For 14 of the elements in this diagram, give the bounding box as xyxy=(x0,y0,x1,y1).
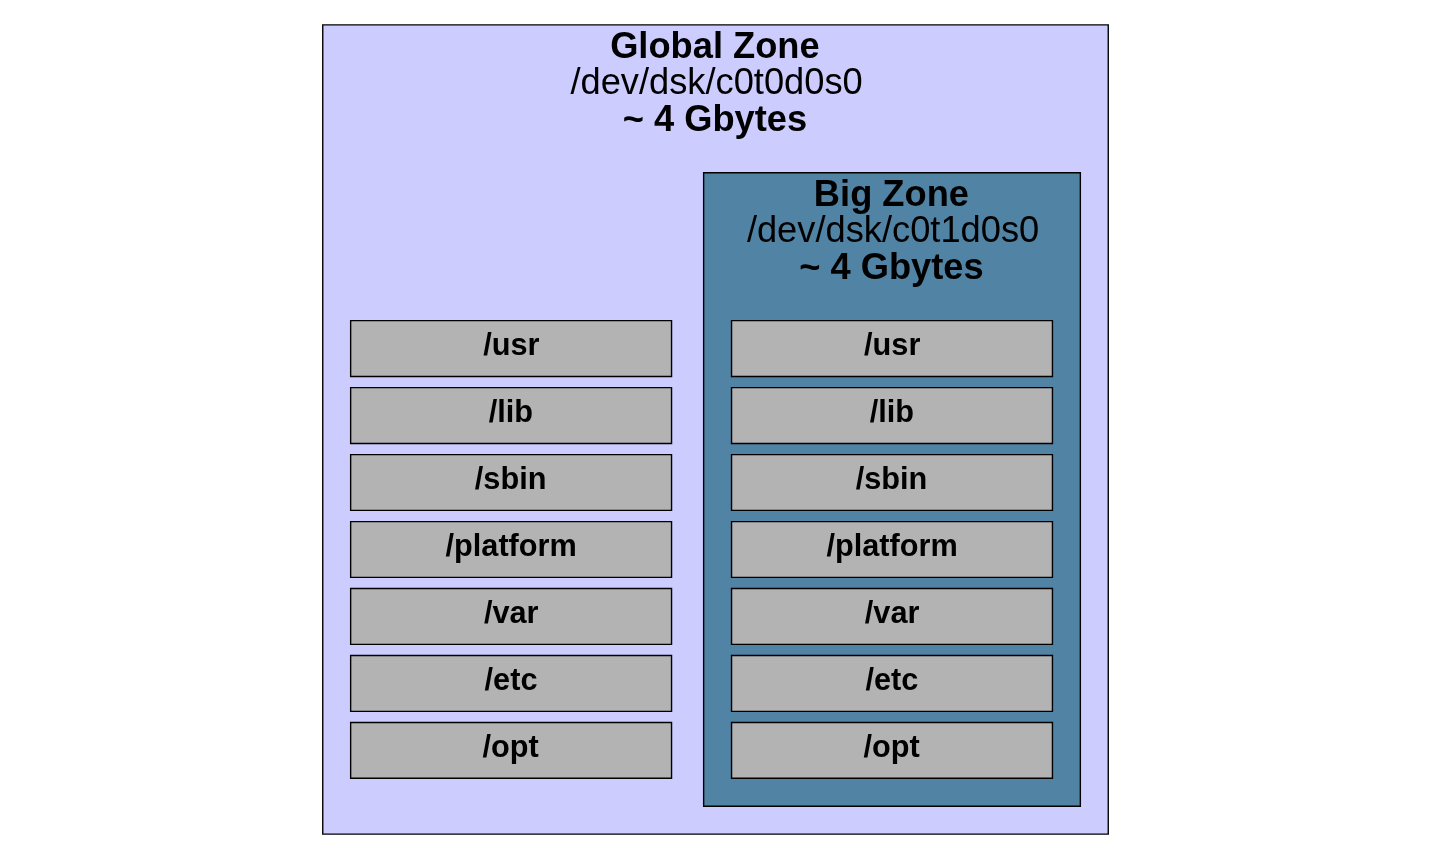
node-box: /opt xyxy=(349,721,672,779)
node-box: /opt xyxy=(730,721,1053,779)
node-box: /etc xyxy=(730,654,1053,713)
node-box: /etc xyxy=(349,654,672,713)
node-box: /usr xyxy=(349,319,672,378)
node-box: /usr xyxy=(730,319,1053,378)
node-box: /sbin xyxy=(349,453,672,512)
node-box: /platform xyxy=(349,520,672,579)
node-box: /var xyxy=(349,587,672,646)
node-box: /platform xyxy=(730,520,1053,579)
node-box: /var xyxy=(730,587,1053,646)
node-box: /sbin xyxy=(730,453,1053,512)
node-box: /lib xyxy=(730,386,1053,445)
node-box: /lib xyxy=(349,386,672,445)
